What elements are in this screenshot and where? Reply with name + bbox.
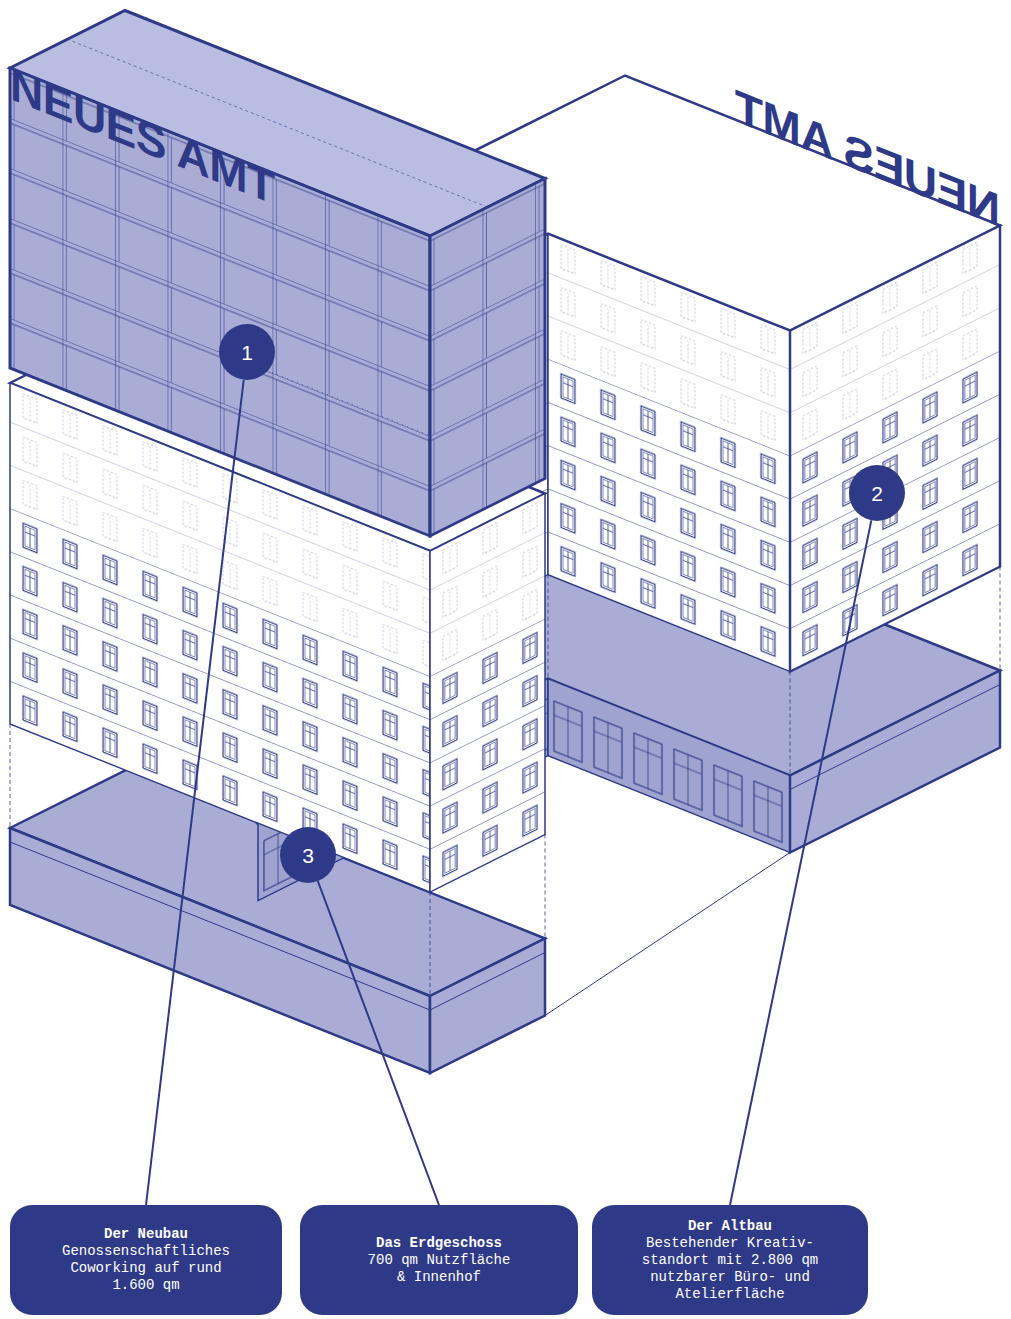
- facade-right-end: [790, 226, 1000, 672]
- box-heading: Der Neubau: [104, 1226, 188, 1243]
- projection-line: [1000, 567, 1001, 671]
- box-heading: Das Erdgeschoss: [376, 1235, 502, 1252]
- info-box: Das Erdgeschoss700 qm Nutzfläche & Innen…: [300, 1205, 578, 1315]
- slab-line: [430, 953, 545, 1011]
- callout-circle: 3: [280, 827, 336, 883]
- new-building-side: [430, 179, 545, 537]
- face-outline: [10, 68, 430, 536]
- box-heading: Der Altbau: [688, 1218, 772, 1235]
- callout-circle: 2: [849, 465, 905, 521]
- face: [548, 679, 790, 853]
- new-building-front: [10, 68, 430, 536]
- courtyard-edge: [545, 853, 790, 1016]
- slab-side: [430, 939, 545, 1074]
- box-text: Genossenschaftliches Coworking auf rund …: [61, 1243, 231, 1294]
- curtain-wall: [10, 68, 430, 536]
- callout-number: 1: [241, 342, 253, 363]
- leader-line: [318, 881, 439, 1205]
- projection-line: [790, 672, 791, 776]
- callout-number: 2: [871, 483, 883, 504]
- box-text: 700 qm Nutzfläche & Innenhof: [364, 1252, 514, 1286]
- face: [10, 68, 430, 536]
- face: [790, 226, 1000, 672]
- info-box: Der NeubauGenossenschaftliches Coworking…: [10, 1205, 282, 1315]
- face: [430, 179, 545, 537]
- projection-line: [10, 724, 11, 828]
- info-box: Der AltbauBestehender Kreativ- standort …: [592, 1205, 868, 1315]
- facade-left-end: [430, 494, 545, 893]
- projection-line: [548, 575, 549, 679]
- shop-windows: [548, 679, 790, 853]
- projection-line: [430, 892, 431, 996]
- slab-courtyard-face: [548, 679, 790, 853]
- ghost-windows: [790, 226, 1000, 456]
- face-outline: [430, 179, 545, 537]
- new-building: [10, 11, 545, 537]
- leader-line: [730, 520, 871, 1205]
- leader-line: [146, 380, 244, 1205]
- callout-number: 3: [302, 845, 314, 866]
- callout-circle: 1: [219, 324, 275, 380]
- box-text: Bestehender Kreativ- standort mit 2.800 …: [635, 1235, 825, 1303]
- slab-line: [790, 685, 1000, 790]
- curtain-wall: [430, 179, 545, 537]
- face: [430, 494, 545, 893]
- projection-line: [545, 835, 546, 939]
